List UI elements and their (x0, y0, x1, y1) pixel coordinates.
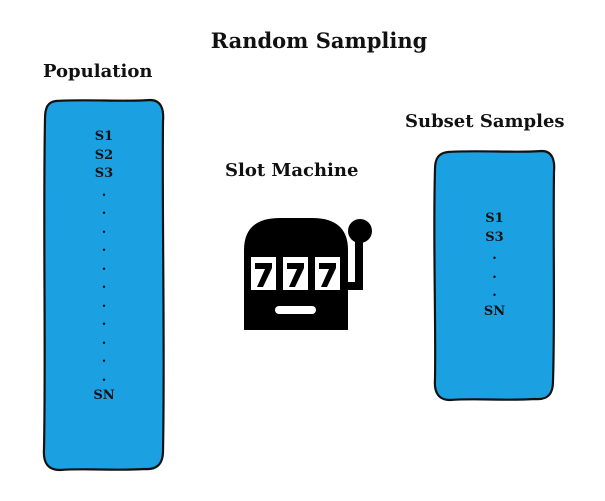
diagram-title: Random Sampling (210, 28, 428, 53)
population-label: Population (43, 61, 153, 82)
subset-samples-label: Subset Samples (405, 111, 565, 132)
subset-sample: S3 (485, 229, 504, 245)
slot-machine-label: Slot Machine (225, 160, 359, 181)
population-ellipsis-dot: . (101, 203, 107, 218)
subset-ellipsis-dot: . (492, 285, 497, 300)
population-ellipsis-dot: . (101, 369, 107, 385)
population-ellipsis-dot: . (101, 351, 107, 366)
population-ellipsis-dot: . (101, 221, 107, 237)
population-ellipsis-dot: . (101, 314, 107, 329)
population-ellipsis-dot: . (101, 277, 107, 292)
subset-ellipsis-dot: . (492, 266, 497, 282)
population-sample: S1 (94, 129, 114, 144)
population-sample: S2 (94, 147, 114, 163)
population-sample: S3 (94, 166, 114, 181)
slot-machine-icon (240, 214, 376, 336)
population-ellipsis-dot: . (101, 184, 107, 200)
population-ellipsis-dot: . (101, 258, 107, 274)
subset-sample: SN (483, 303, 506, 319)
population-ellipsis-dot: . (101, 295, 107, 311)
population-sample: SN (93, 388, 115, 403)
population-ellipsis-dot: . (101, 332, 107, 348)
subset-sample: S1 (485, 211, 504, 226)
subset-ellipsis-dot: . (492, 248, 497, 263)
population-ellipsis-dot: . (101, 240, 107, 255)
